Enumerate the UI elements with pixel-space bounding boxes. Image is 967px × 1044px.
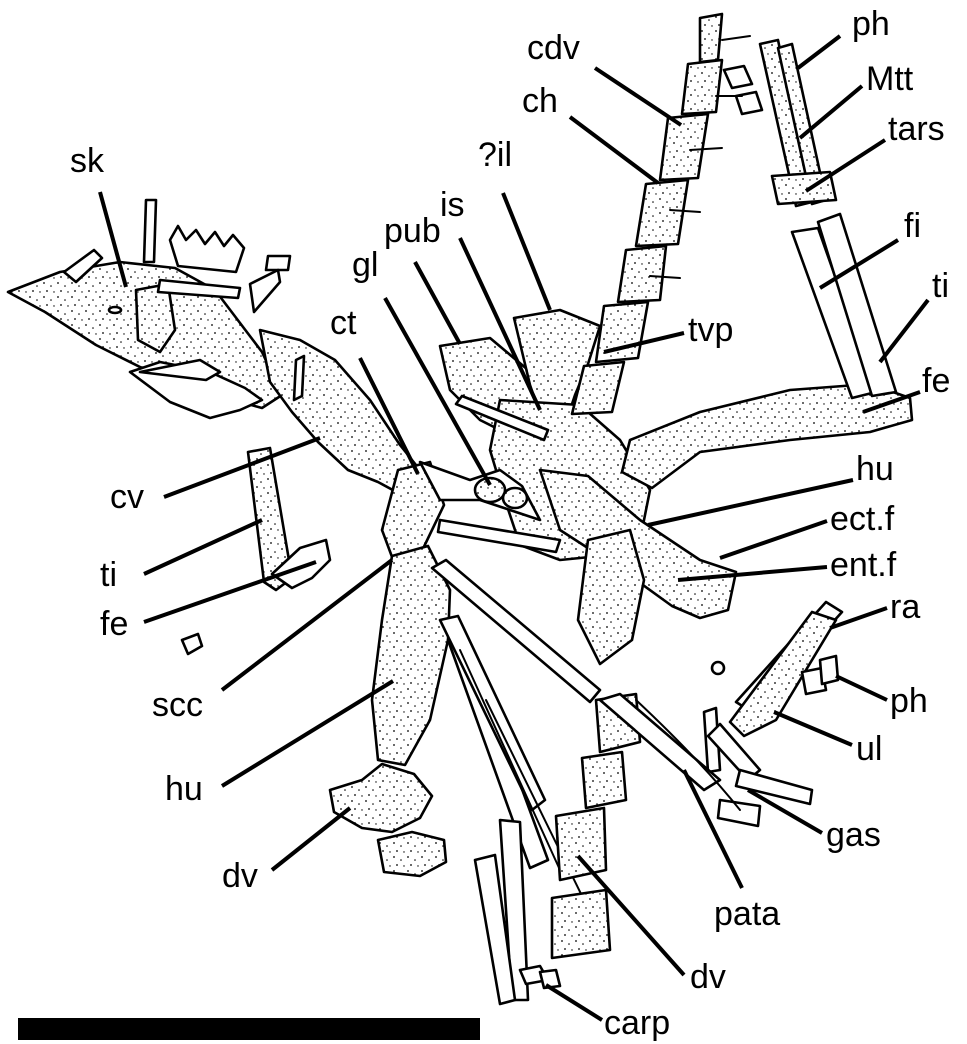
label-fe-left: fe	[100, 605, 128, 643]
leader-cv	[164, 438, 320, 497]
label-mtt: Mtt	[866, 60, 914, 98]
caudal-vertebrae	[572, 14, 750, 414]
scale-bar	[18, 1018, 480, 1040]
leader-ph-right	[836, 676, 887, 700]
leader-cdv	[595, 68, 681, 125]
right-lower-leg	[792, 214, 896, 398]
leader-dv-left	[272, 808, 350, 870]
label-pub: pub	[384, 212, 441, 250]
leader-carp	[546, 985, 602, 1020]
label-entf: ent.f	[830, 546, 897, 584]
label-is: is	[440, 186, 465, 224]
leader-ph-top	[798, 36, 840, 68]
label-dv-right: dv	[690, 958, 726, 996]
leader-ti-right	[880, 300, 928, 362]
skull	[8, 200, 290, 418]
leader-pata	[684, 770, 742, 888]
left-dorsal-vertebrae	[330, 764, 446, 876]
leader-pub	[415, 262, 460, 344]
label-tars: tars	[888, 110, 945, 148]
cervical-vertebrae	[260, 330, 420, 495]
leader-ti-left	[144, 520, 262, 574]
leader-ectf	[720, 521, 827, 558]
label-fi: fi	[904, 207, 921, 245]
label-ti-left: ti	[100, 556, 117, 594]
label-gas: gas	[826, 816, 881, 854]
label-hu-right: hu	[856, 450, 894, 488]
label-sk: sk	[70, 142, 105, 180]
label-scc: scc	[152, 686, 203, 724]
label-carp: carp	[604, 1004, 670, 1042]
label-cdv: cdv	[527, 29, 580, 67]
label-ch: ch	[522, 82, 558, 120]
label-ectf: ect.f	[830, 500, 895, 538]
leader-ul	[774, 712, 852, 745]
label-gl: gl	[352, 246, 378, 284]
label-pata: pata	[714, 895, 780, 933]
label-fe-right: fe	[922, 362, 950, 400]
label-ul: ul	[856, 730, 882, 768]
label-il: ?il	[478, 136, 512, 174]
label-ct: ct	[330, 304, 357, 342]
label-ph-right: ph	[890, 682, 928, 720]
label-ra: ra	[890, 588, 920, 626]
label-dv-left: dv	[222, 857, 258, 895]
label-cv: cv	[110, 478, 144, 516]
leader-il	[503, 193, 550, 310]
label-ti-right: ti	[932, 267, 949, 305]
leader-hu-right	[648, 480, 853, 525]
leader-hu-left	[222, 681, 393, 786]
label-hu-left: hu	[165, 770, 203, 808]
leader-mtt	[800, 86, 862, 138]
leader-fe-left	[144, 562, 316, 622]
label-tvp: tvp	[688, 311, 733, 349]
leader-ch	[570, 117, 658, 183]
label-ph-top: ph	[852, 5, 890, 43]
